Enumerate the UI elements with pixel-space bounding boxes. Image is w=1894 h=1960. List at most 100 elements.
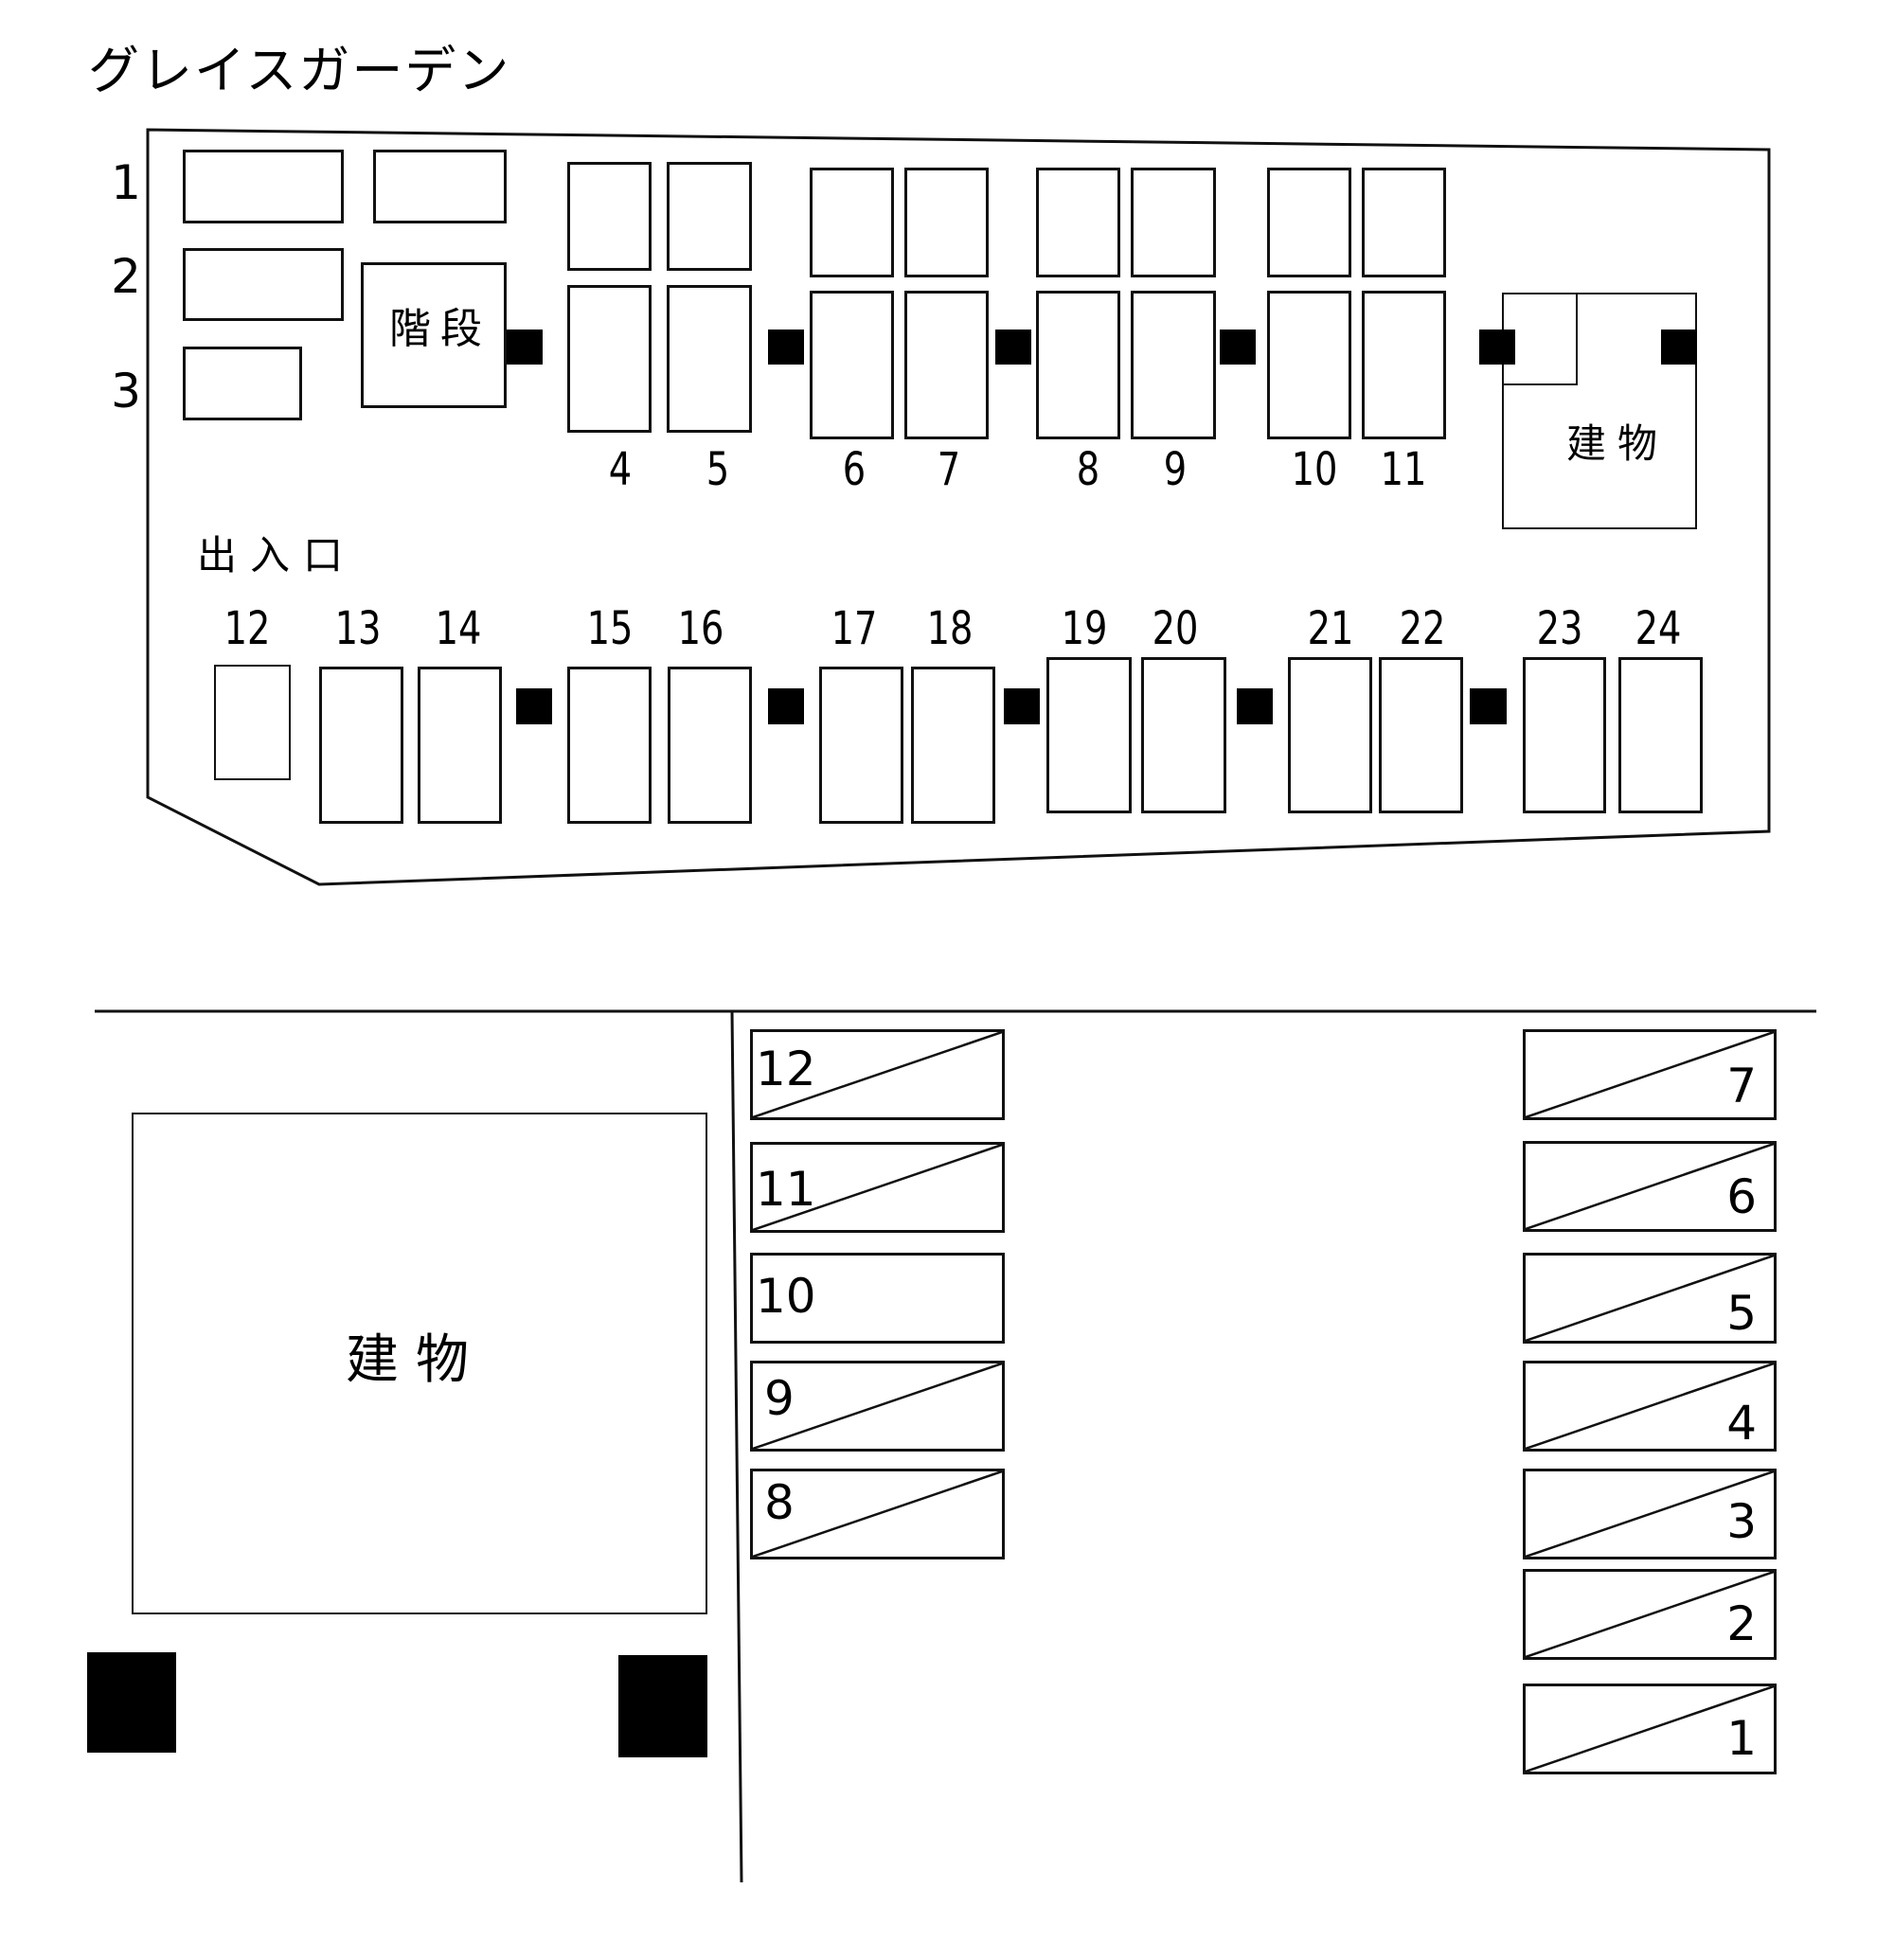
space-label-5: 5 <box>706 443 730 496</box>
diagonal-line <box>753 1363 1002 1449</box>
building-label: 建物 <box>346 1329 486 1391</box>
parking-space-6-front[interactable] <box>810 168 894 277</box>
parking-space-10-front[interactable] <box>1267 168 1351 277</box>
row-label-1: 1 <box>111 155 141 210</box>
parking-space-9[interactable] <box>1131 291 1216 439</box>
space-label-12: 12 <box>223 602 271 655</box>
parking-space-7-front[interactable] <box>904 168 989 277</box>
diagonal-line <box>1526 1032 1774 1117</box>
pillar <box>1004 688 1040 724</box>
building: 建物 <box>1502 293 1697 529</box>
parking-space-10[interactable] <box>1267 291 1351 439</box>
parking-slot-7[interactable]: 7 <box>1523 1029 1777 1120</box>
parking-space-15[interactable] <box>567 667 652 824</box>
parking-space-17[interactable] <box>819 667 903 824</box>
slot-label: 1 <box>1726 1711 1757 1766</box>
parking-space-21[interactable] <box>1288 657 1372 813</box>
slot-label: 2 <box>1726 1596 1757 1651</box>
row-label-3: 3 <box>111 364 141 419</box>
diagonal-line <box>1526 1572 1774 1657</box>
parking-slot-2[interactable]: 2 <box>1523 1569 1777 1660</box>
parking-space-20[interactable] <box>1141 657 1226 813</box>
parking-space-16[interactable] <box>668 667 752 824</box>
top-lot-boundary <box>146 128 1771 886</box>
space-label-10: 10 <box>1291 443 1338 496</box>
space-label-8: 8 <box>1076 443 1100 496</box>
diagonal-line <box>753 1145 1002 1230</box>
slot-label: 5 <box>1726 1286 1757 1341</box>
space-label-6: 6 <box>842 443 867 496</box>
diagonal-line <box>1526 1256 1774 1341</box>
parking-slot-10[interactable]: 10 <box>750 1253 1005 1344</box>
parking-slot-8[interactable]: 8 <box>750 1469 1005 1559</box>
parking-space-2[interactable] <box>183 248 344 321</box>
parking-space-22[interactable] <box>1379 657 1463 813</box>
parking-space-4-front[interactable] <box>567 162 652 271</box>
slot-label: 6 <box>1726 1169 1757 1224</box>
building-annex <box>1502 293 1578 385</box>
slot-label: 3 <box>1726 1494 1757 1549</box>
parking-space-11-front[interactable] <box>1362 168 1446 277</box>
parking-space-7[interactable] <box>904 291 989 439</box>
pillar <box>516 688 552 724</box>
stairs-label: 階段 <box>389 305 491 353</box>
entrance-label: 出入口 <box>197 532 357 579</box>
pillar <box>768 330 804 365</box>
space-label-11: 11 <box>1380 443 1427 496</box>
page-title: グレイスガーデン <box>88 41 511 100</box>
parking-slot-6[interactable]: 6 <box>1523 1141 1777 1232</box>
space-label-4: 4 <box>608 443 633 496</box>
parking-space-4[interactable] <box>567 285 652 433</box>
diagonal-line <box>753 1032 1002 1117</box>
parking-space-5[interactable] <box>667 285 752 433</box>
space-label-18: 18 <box>926 602 974 655</box>
parking-slot-1[interactable]: 1 <box>1523 1684 1777 1774</box>
pillar <box>618 1655 707 1757</box>
parking-space-24[interactable] <box>1618 657 1703 813</box>
parking-space-8-front[interactable] <box>1036 168 1120 277</box>
building: 建物 <box>132 1113 707 1614</box>
parking-space-8[interactable] <box>1036 291 1120 439</box>
stairs: 階段 <box>361 262 507 408</box>
diagonal-line <box>1526 1363 1774 1449</box>
pillar <box>1220 330 1256 365</box>
pillar <box>1470 688 1507 724</box>
pillar <box>1237 688 1273 724</box>
parking-space-1b[interactable] <box>373 150 507 223</box>
space-label-24: 24 <box>1635 602 1682 655</box>
parking-space-14[interactable] <box>418 667 502 824</box>
diagonal-line <box>1526 1471 1774 1557</box>
parking-space-23[interactable] <box>1523 657 1606 813</box>
parking-space-11[interactable] <box>1362 291 1446 439</box>
slot-label: 4 <box>1726 1396 1757 1451</box>
diagonal-line <box>1526 1144 1774 1229</box>
slot-label: 7 <box>1726 1059 1757 1114</box>
parking-space-6[interactable] <box>810 291 894 439</box>
space-label-16: 16 <box>677 602 724 655</box>
parking-space-1a[interactable] <box>183 150 344 223</box>
parking-space-12[interactable] <box>214 665 291 780</box>
parking-space-19[interactable] <box>1046 657 1132 813</box>
space-label-17: 17 <box>831 602 878 655</box>
parking-space-13[interactable] <box>319 667 403 824</box>
parking-slot-4[interactable]: 4 <box>1523 1361 1777 1452</box>
parking-space-9-front[interactable] <box>1131 168 1216 277</box>
pillar <box>1479 330 1515 365</box>
slot-label: 12 <box>756 1042 816 1096</box>
slot-label: 11 <box>756 1162 816 1217</box>
road-divider-line <box>730 1010 743 1883</box>
parking-slot-9[interactable]: 9 <box>750 1361 1005 1452</box>
parking-slot-12[interactable]: 12 <box>750 1029 1005 1120</box>
space-label-20: 20 <box>1152 602 1199 655</box>
space-label-23: 23 <box>1536 602 1583 655</box>
space-label-9: 9 <box>1163 443 1188 496</box>
parking-slot-11[interactable]: 11 <box>750 1142 1005 1233</box>
parking-space-5-front[interactable] <box>667 162 752 271</box>
parking-slot-5[interactable]: 5 <box>1523 1253 1777 1344</box>
parking-space-18[interactable] <box>911 667 995 824</box>
parking-slot-3[interactable]: 3 <box>1523 1469 1777 1559</box>
space-label-13: 13 <box>334 602 382 655</box>
parking-space-3[interactable] <box>183 347 302 420</box>
diagonal-line <box>1526 1686 1774 1772</box>
